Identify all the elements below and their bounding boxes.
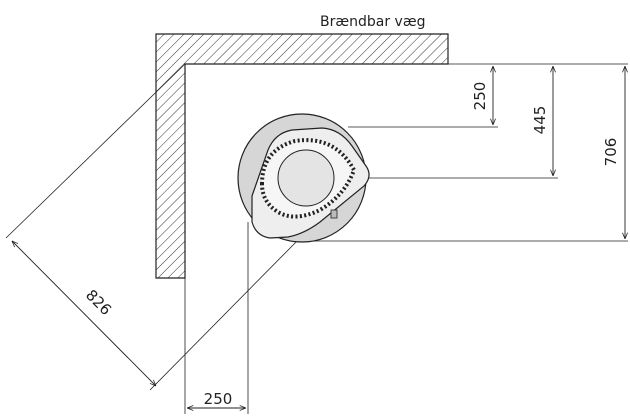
wall-label: Brændbar væg [320,14,425,30]
extension-line-diagonal-corner [5,63,186,239]
dimension-label-250-vertical: 250 [471,82,489,111]
extension-line-diagonal-stove [149,237,301,391]
dimension-line-826 [12,241,156,386]
dimension-label-250-horizontal: 250 [204,390,233,408]
stove-handle [330,209,338,219]
dimension-label-826: 826 [82,286,115,319]
dimension-label-445: 445 [531,106,549,135]
stove-hotplate [277,149,335,207]
dimension-label-706: 706 [602,138,620,167]
stove [237,113,370,243]
